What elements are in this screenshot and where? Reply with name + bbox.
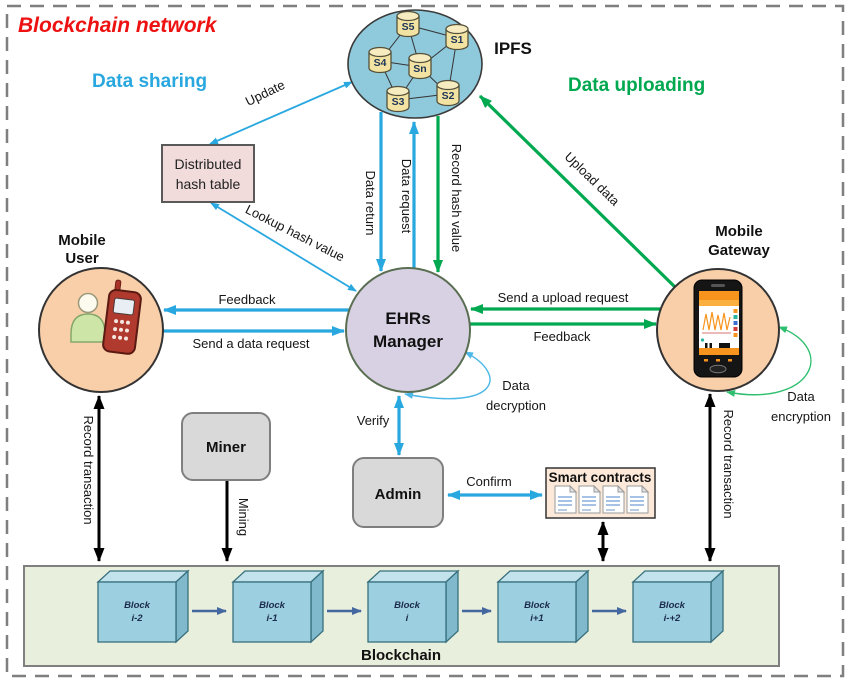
record-hash-label: Record hash value: [449, 144, 464, 252]
block-label-1: Block: [259, 600, 286, 611]
cellphone-icon: [102, 279, 142, 355]
admin-box: Admin: [352, 457, 444, 528]
block-label-2: i: [406, 613, 409, 624]
document-icon: [602, 485, 625, 514]
data-encryption-label-1: Data: [787, 389, 815, 404]
mining-label: Mining: [236, 498, 251, 536]
data-decryption-label-2: decryption: [486, 398, 546, 413]
blockchain-label: Blockchain: [361, 647, 441, 664]
smart-contracts-box: Smart contracts: [545, 467, 656, 519]
block-cube: Block i+1: [496, 569, 590, 644]
block-label-2: i-+2: [664, 613, 681, 624]
miner-label: Miner: [206, 439, 246, 456]
ehrs-label-2: Manager: [373, 332, 443, 351]
document-icon: [626, 485, 649, 514]
ipfs-node-label: S1: [451, 34, 464, 46]
ehrs-circle: [345, 267, 471, 393]
data-request-label: Data request: [399, 159, 414, 234]
person-icon: [70, 292, 106, 343]
ipfs-node-label: S5: [402, 21, 415, 33]
admin-label: Admin: [375, 486, 422, 503]
miner-box: Miner: [181, 412, 271, 481]
block-label-1: Block: [394, 600, 421, 611]
dht-label-1: Distributed: [175, 156, 242, 172]
ipfs-node-label: S3: [392, 96, 405, 108]
block-label-1: Block: [524, 600, 551, 611]
label-data-uploading: Data uploading: [568, 75, 705, 96]
lookup-hash-arrow: [210, 202, 357, 292]
admin-rect: [352, 457, 444, 528]
phone-chart-legend: [733, 309, 738, 337]
block-label-2: i+1: [530, 613, 543, 624]
feedback-gateway-label: Feedback: [533, 329, 591, 344]
mobile-gateway-label-2: Gateway: [708, 242, 770, 259]
data-decryption-label-1: Data: [502, 378, 530, 393]
dht-rect: [161, 144, 255, 203]
ipfs-label: IPFS: [494, 39, 532, 58]
mobile-user-label-1: Mobile: [58, 232, 106, 249]
ipfs-node-label: Sn: [413, 63, 426, 75]
upload-data-arrow: [478, 94, 677, 289]
miner-rect: [181, 412, 271, 481]
smartphone-icon: [693, 279, 743, 378]
document-icon: [554, 485, 577, 514]
block-label-1: Block: [124, 600, 151, 611]
update-arrow: [209, 81, 353, 145]
block-cube: Block i-1: [231, 569, 325, 644]
mobile-gateway-label-1: Mobile: [715, 223, 763, 240]
dht-label-2: hash table: [176, 176, 241, 192]
block-label-2: i-1: [266, 613, 277, 624]
mobile-gateway-node: Mobile Gateway: [656, 223, 780, 392]
dashed-border: [5, 4, 845, 678]
verify-label: Verify: [357, 413, 390, 428]
ehrs-manager-node: EHRs Manager: [345, 267, 471, 393]
mobile-user-node: Mobile User: [38, 232, 164, 393]
block-label-2: i-2: [131, 613, 143, 624]
data-encryption-label-2: encryption: [771, 409, 831, 424]
block-label-1: Block: [659, 600, 686, 611]
ipfs-node-label: S2: [442, 90, 455, 102]
feedback-user-label: Feedback: [218, 292, 276, 307]
block-cube: Block i-+2: [631, 569, 725, 644]
record-transaction-right-label: Record transaction: [721, 409, 736, 518]
diagram-title: Blockchain network: [18, 14, 218, 37]
ipfs-cluster: S5 S1 S4 Sn S3 S2 IPFS: [347, 9, 532, 119]
confirm-label: Confirm: [466, 474, 512, 489]
data-return-label: Data return: [363, 170, 378, 235]
ehrs-label-1: EHRs: [385, 309, 430, 328]
block-cube: Block i: [366, 569, 460, 644]
smart-contracts-label: Smart contracts: [549, 470, 652, 485]
block-cube: Block i-2: [96, 569, 190, 644]
data-decryption-arc: [404, 351, 491, 400]
document-icon: [578, 485, 601, 514]
mobile-user-label-2: User: [65, 250, 99, 267]
blockchain-panel: Blockchain Block i-2 Block i-1 Block i: [23, 565, 780, 667]
dht-box: Distributed hash table: [161, 144, 255, 203]
ipfs-node-label: S4: [374, 57, 387, 69]
record-transaction-left-label: Record transaction: [81, 415, 96, 524]
send-upload-request-label: Send a upload request: [498, 290, 629, 305]
data-encryption-arc: [726, 326, 812, 397]
send-data-request-label: Send a data request: [192, 336, 309, 351]
label-data-sharing: Data sharing: [92, 71, 207, 92]
